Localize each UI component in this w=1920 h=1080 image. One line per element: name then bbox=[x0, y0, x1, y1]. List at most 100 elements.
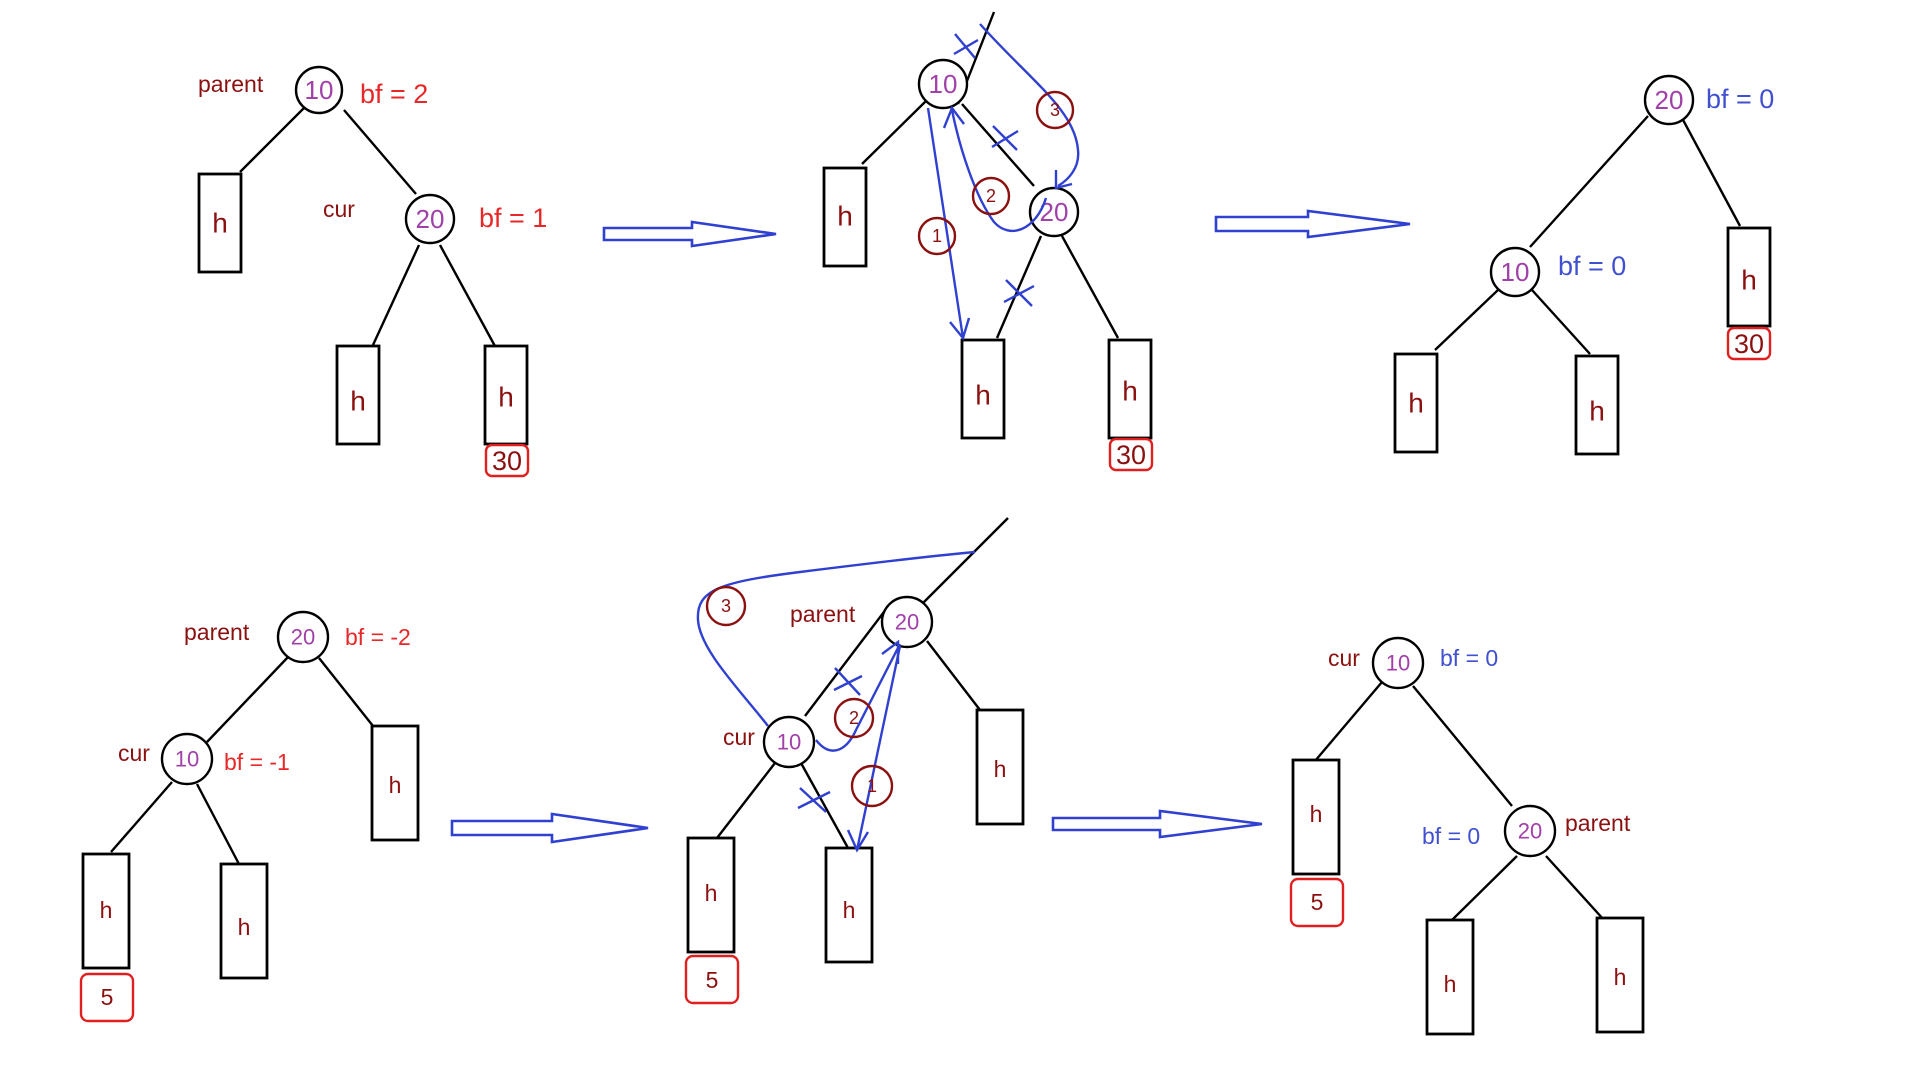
tree-edge bbox=[1529, 115, 1649, 248]
pointer-arrow-step-2 bbox=[950, 109, 1048, 233]
cut-mark bbox=[953, 33, 979, 59]
cut-mark bbox=[991, 125, 1019, 151]
subtree-box bbox=[335, 344, 381, 446]
tree-edge bbox=[371, 244, 421, 346]
node-20-value: 20 bbox=[895, 610, 919, 635]
tree-edge bbox=[961, 103, 1035, 187]
pointer-arrow-step-1 bbox=[926, 107, 965, 339]
tree-edge bbox=[1434, 289, 1499, 351]
tree-edge bbox=[110, 781, 173, 853]
node-10 bbox=[160, 732, 214, 786]
step-marker bbox=[833, 697, 875, 739]
step-number: 2 bbox=[849, 708, 859, 728]
tree-edge bbox=[318, 657, 374, 727]
subtree-label: h bbox=[498, 382, 514, 413]
parent-label: parent bbox=[790, 601, 856, 627]
tree-edge bbox=[922, 517, 1009, 604]
inserted-node-value: 30 bbox=[1734, 329, 1764, 359]
parent-label: parent bbox=[198, 71, 264, 97]
node-10 bbox=[1371, 636, 1425, 690]
inserted-node-value: 5 bbox=[1311, 889, 1324, 915]
subtree-label: h bbox=[705, 880, 718, 906]
arrow-shape bbox=[1051, 809, 1263, 839]
subtree-label: h bbox=[212, 208, 228, 239]
tree-edge bbox=[799, 762, 850, 849]
balance-factor-label: bf = 0 bbox=[1440, 645, 1498, 671]
subtree-box bbox=[1425, 918, 1475, 1036]
balance-factor-label: bf = 1 bbox=[479, 203, 547, 233]
subtree-box bbox=[824, 846, 874, 964]
subtree-box bbox=[975, 708, 1025, 826]
step-number: 1 bbox=[932, 226, 942, 246]
node-20 bbox=[1643, 74, 1695, 126]
tree-edge bbox=[1545, 855, 1605, 921]
tree-edge bbox=[1412, 685, 1513, 807]
subtree-label: h bbox=[350, 386, 366, 417]
top-after-panel: 20 10 h 30 h h bf = 0 bf = 0 bbox=[1393, 74, 1774, 456]
node-10 bbox=[1489, 246, 1541, 298]
subtree-label: h bbox=[1310, 801, 1323, 827]
subtree-label: h bbox=[1444, 971, 1457, 997]
tree-edge bbox=[195, 783, 242, 867]
transition-arrow bbox=[1214, 209, 1411, 239]
subtree-label: h bbox=[1589, 396, 1605, 427]
node-10-value: 10 bbox=[929, 69, 958, 99]
step-marker bbox=[971, 176, 1011, 216]
arrow-shape bbox=[1214, 209, 1411, 239]
cut-mark bbox=[833, 667, 863, 696]
cut-mark bbox=[1003, 279, 1035, 307]
pointer-arrow-step-3 bbox=[696, 550, 976, 727]
step-marker bbox=[917, 216, 957, 256]
node-20 bbox=[404, 193, 456, 245]
inserted-node-value: 5 bbox=[706, 967, 719, 993]
inserted-node-value: 30 bbox=[1116, 440, 1146, 470]
inserted-node-tag bbox=[79, 972, 135, 1023]
step-number: 2 bbox=[986, 186, 996, 206]
node-10 bbox=[294, 65, 344, 115]
cut-mark bbox=[797, 787, 831, 813]
balance-factor-label: bf = 0 bbox=[1558, 251, 1626, 281]
subtree-label: h bbox=[238, 914, 251, 940]
subtree-box bbox=[219, 862, 269, 980]
node-20-value: 20 bbox=[1655, 85, 1684, 115]
transition-arrow bbox=[450, 812, 649, 844]
arrow-shape bbox=[602, 220, 777, 248]
tree-edge bbox=[1314, 681, 1383, 762]
inserted-node-tag bbox=[1289, 877, 1345, 928]
step-number: 1 bbox=[867, 776, 877, 796]
subtree-box bbox=[197, 172, 243, 274]
inserted-node-tag bbox=[484, 443, 530, 478]
subtree-label: h bbox=[843, 897, 856, 923]
subtree-label: h bbox=[975, 380, 991, 411]
arrow-head bbox=[846, 829, 870, 853]
arrow-head bbox=[881, 639, 900, 664]
tree-edge bbox=[926, 640, 981, 711]
tree-edge bbox=[239, 107, 305, 173]
subtree-box bbox=[1291, 758, 1341, 876]
balance-factor-label: bf = 2 bbox=[360, 79, 428, 109]
top-rotation-panel: 10 20 h h h 30 1 2 3 bbox=[822, 11, 1154, 472]
subtree-box bbox=[81, 852, 131, 970]
tree-edge bbox=[438, 244, 498, 349]
subtree-label: h bbox=[1741, 265, 1757, 296]
subtree-label: h bbox=[1122, 376, 1138, 407]
subtree-label: h bbox=[994, 756, 1007, 782]
tree-edge bbox=[343, 109, 417, 195]
bottom-rotation-panel: 20 10 h h h 5 parent cur 1 2 3 bbox=[684, 517, 1025, 1005]
tree-edge bbox=[1060, 235, 1120, 339]
node-10-value: 10 bbox=[175, 747, 199, 772]
pointer-arrow-step-1 bbox=[855, 645, 902, 851]
node-20-value: 20 bbox=[291, 625, 315, 650]
subtree-label: h bbox=[1408, 388, 1424, 419]
subtree-box bbox=[1726, 226, 1772, 328]
inserted-node-value: 5 bbox=[101, 984, 114, 1010]
bottom-after-panel: 10 20 h 5 h h cur parent bf = 0 bf = 0 bbox=[1289, 636, 1645, 1036]
transition-arrow bbox=[1051, 809, 1263, 839]
subtree-box bbox=[960, 338, 1006, 440]
balance-factor-label: bf = -1 bbox=[224, 749, 290, 775]
step-number: 3 bbox=[1050, 100, 1060, 120]
subtree-box bbox=[1574, 354, 1620, 456]
bottom-before-panel: 20 10 h h h 5 parent cur bf = -2 bf = -1 bbox=[79, 610, 420, 1023]
subtree-box bbox=[370, 724, 420, 842]
